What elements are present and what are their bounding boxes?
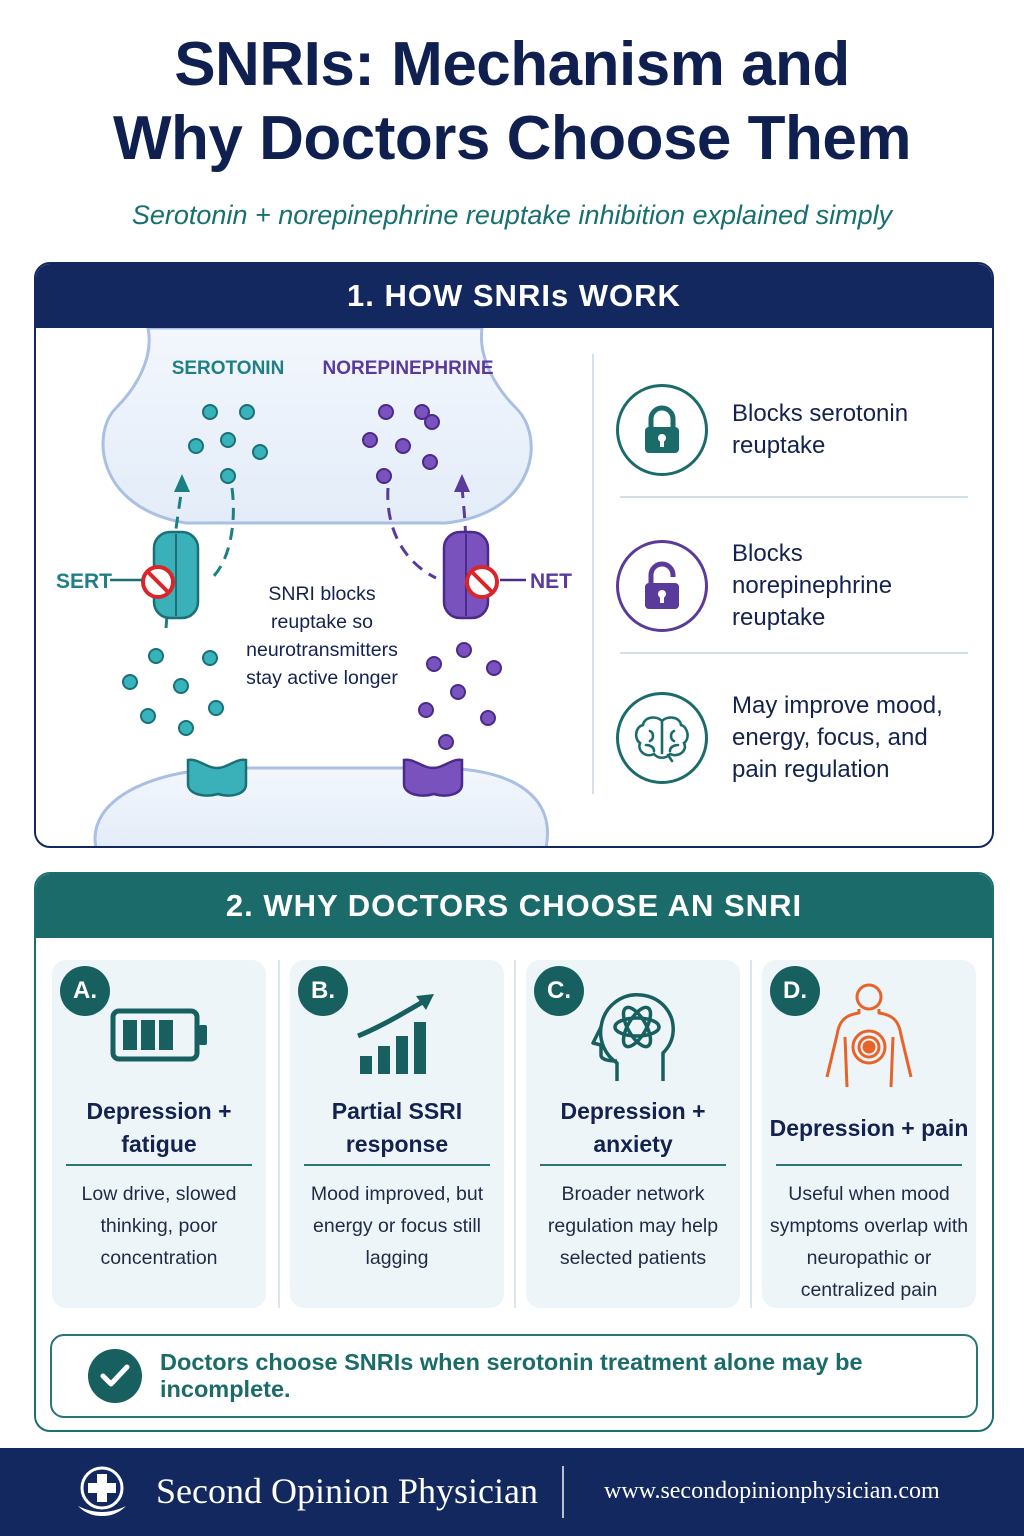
section2-heading: 2. WHY DOCTORS CHOOSE AN SNRI — [36, 874, 992, 938]
serotonin-arrow-head — [174, 474, 190, 492]
card-c-heading: Depression + anxiety — [560, 1098, 706, 1157]
card-c-badge: C. — [534, 966, 584, 1016]
footer: Second Opinion Physician www.secondopini… — [0, 1448, 1024, 1536]
sert-block-icon — [141, 565, 175, 599]
benefit-mood: May improve mood, energy, focus, and pai… — [616, 678, 966, 798]
bar-chart-icon — [290, 980, 504, 1090]
section1-heading: 1. HOW SNRIs WORK — [36, 264, 992, 328]
card-d-rule — [776, 1164, 962, 1166]
center-text-line-1: SNRI blocks — [268, 583, 376, 605]
card-depression-fatigue: A. Depression + fatigue Low drive, slowe… — [52, 960, 266, 1308]
benefit-3-line-1: May improve mood, — [732, 692, 943, 719]
card-c-description: Broader network regulation may help sele… — [547, 1183, 719, 1269]
brain-icon — [616, 692, 708, 784]
unlock-icon — [616, 540, 708, 632]
benefit-1-line-1: Blocks serotonin — [732, 400, 909, 427]
presynaptic-terminal — [101, 328, 533, 525]
card-d-heading: Depression + pain — [769, 1114, 969, 1141]
ne-reuptake-arrow — [386, 487, 437, 580]
card-a-heading: Depression + fatigue — [86, 1098, 232, 1157]
card-b-description: Mood improved, but energy or focus still… — [310, 1183, 484, 1269]
benefit-serotonin: Blocks serotonin reuptake — [616, 370, 966, 490]
section1-divider — [592, 354, 594, 794]
card-separator — [514, 960, 516, 1308]
serotonin-receptor — [186, 758, 248, 797]
card-partial-ssri: B. Partial SSRI response Mood improved, … — [290, 960, 504, 1308]
benefit-norepinephrine: Blocks norepinephrine reuptake — [616, 526, 966, 646]
synapse-diagram: SEROTONIN NOREPINEPHRINE — [56, 328, 572, 846]
battery-icon — [52, 980, 266, 1090]
benefit-separator-2 — [620, 652, 968, 654]
benefit-norepinephrine-text: Blocks norepinephrine reuptake — [732, 538, 966, 634]
medical-cross-logo-icon — [78, 1466, 126, 1516]
head-network-icon — [526, 980, 740, 1090]
benefit-2-line-2: reuptake — [732, 604, 826, 631]
serotonin-label: SEROTONIN — [172, 358, 285, 379]
benefit-1-line-2: reuptake — [732, 432, 826, 459]
title-line-2: Why Doctors Choose Them — [112, 104, 912, 173]
check-icon — [88, 1349, 142, 1403]
benefit-separator-1 — [620, 496, 968, 498]
footer-url[interactable]: www.secondopinionphysician.com — [604, 1478, 940, 1504]
ne-receptor — [402, 758, 464, 797]
card-separator — [278, 960, 280, 1308]
benefit-2-line-1: Blocks norepinephrine — [732, 540, 893, 599]
card-a-description: Low drive, slowed thinking, poor concent… — [81, 1183, 237, 1269]
reason-cards: A. Depression + fatigue Low drive, slowe… — [52, 960, 978, 1310]
footer-divider — [562, 1466, 564, 1518]
card-depression-pain: D. Depression + pain Useful when mood sy… — [762, 960, 976, 1308]
norepinephrine-molecules-bottom — [418, 642, 502, 750]
card-a-rule — [66, 1164, 252, 1166]
center-text-line-2: reuptake so — [271, 611, 373, 633]
center-text-line-4: stay active longer — [246, 667, 398, 689]
card-depression-anxiety: C. Depression + anxiety Broader network … — [526, 960, 740, 1308]
benefit-3-line-2: energy, focus, and — [732, 724, 928, 751]
footer-brand: Second Opinion Physician — [156, 1471, 538, 1511]
body-pain-icon — [762, 980, 976, 1090]
serotonin-molecules-bottom — [122, 648, 224, 736]
callout-text: Doctors choose SNRIs when serotonin trea… — [160, 1349, 863, 1402]
lock-icon — [616, 384, 708, 476]
net-label: NET — [530, 570, 572, 593]
card-b-badge: B. — [298, 966, 348, 1016]
benefit-serotonin-text: Blocks serotonin reuptake — [732, 398, 908, 462]
benefit-3-line-3: pain regulation — [732, 756, 890, 783]
sert-label: SERT — [56, 570, 112, 593]
card-b-rule — [304, 1164, 490, 1166]
card-d-badge: D. — [770, 966, 820, 1016]
title-line-1: SNRIs: Mechanism and — [174, 30, 850, 99]
card-b-heading: Partial SSRI response — [331, 1098, 463, 1157]
postsynaptic-membrane — [93, 766, 549, 846]
how-snris-work-panel: 1. HOW SNRIs WORK SEROTONIN NOREPINEPHRI… — [34, 262, 994, 848]
card-a-badge: A. — [60, 966, 110, 1016]
why-doctors-choose-panel: 2. WHY DOCTORS CHOOSE AN SNRI A. Depress… — [34, 872, 994, 1432]
serotonin-molecules-top — [188, 404, 268, 484]
serotonin-reuptake-arrow — [210, 487, 235, 580]
norepinephrine-molecules-top — [362, 404, 440, 484]
card-separator — [750, 960, 752, 1308]
ne-arrow-head — [454, 474, 470, 492]
conclusion-callout: Doctors choose SNRIs when serotonin trea… — [50, 1334, 978, 1418]
card-c-rule — [540, 1164, 726, 1166]
center-text-line-3: neurotransmitters — [246, 639, 398, 661]
net-block-icon — [465, 565, 499, 599]
norepinephrine-label: NOREPINEPHRINE — [322, 358, 493, 379]
page-subtitle: Serotonin + norepinephrine reuptake inhi… — [131, 200, 893, 230]
benefit-mood-text: May improve mood, energy, focus, and pai… — [732, 690, 943, 786]
page-title: SNRIs: Mechanism and Why Doctors Choose … — [0, 28, 1024, 176]
card-d-description: Useful when mood symptoms overlap with n… — [769, 1183, 969, 1301]
